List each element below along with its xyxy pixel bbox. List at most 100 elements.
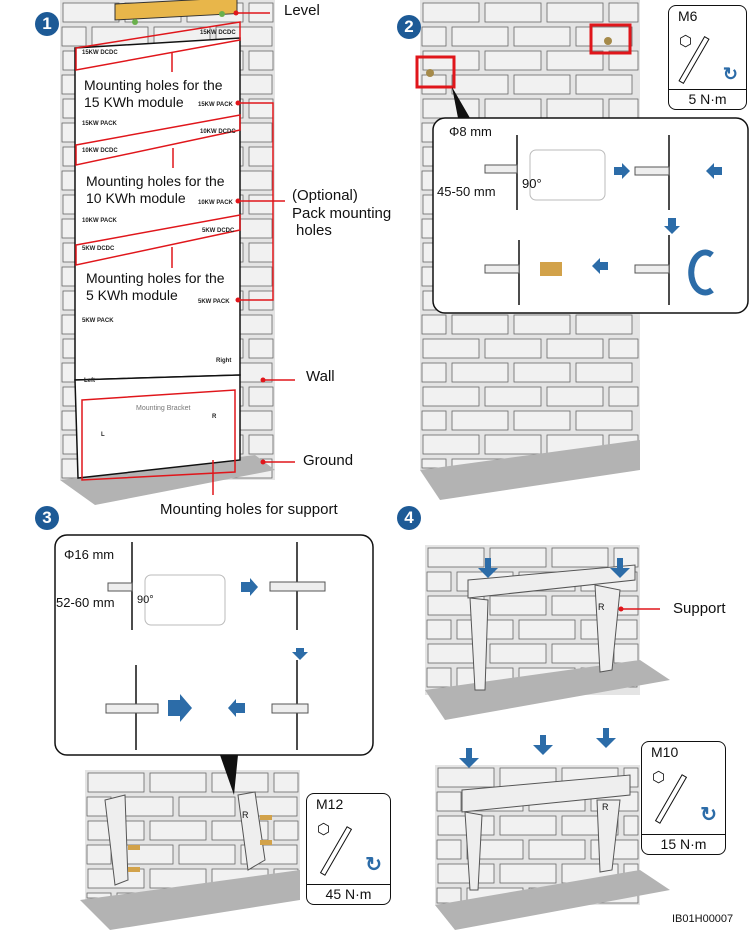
brick bbox=[575, 362, 633, 383]
brick bbox=[499, 863, 557, 884]
callout-support-holes: Mounting holes for support bbox=[160, 501, 338, 518]
step3-diameter: Φ16 mm bbox=[64, 547, 115, 562]
brick bbox=[149, 820, 207, 841]
brick bbox=[489, 547, 547, 568]
ground-step4-bottom bbox=[435, 870, 670, 930]
brick bbox=[484, 98, 542, 119]
mark-bracket: Mounting Bracket bbox=[136, 405, 191, 412]
mark-dcdc-5-l: 5KW DCDC bbox=[82, 246, 115, 252]
brick bbox=[422, 338, 480, 359]
step-badge-2: 2 bbox=[397, 15, 421, 39]
brick bbox=[178, 796, 236, 817]
clockwise-rotation-icon: ↻ bbox=[700, 804, 717, 826]
brick bbox=[518, 619, 576, 640]
mark-dcdc-15-l: 15KW DCDC bbox=[82, 50, 118, 56]
brick bbox=[546, 386, 604, 407]
brick bbox=[422, 2, 480, 23]
module-5-line2: 5 KWh module bbox=[86, 287, 178, 303]
module-10-line1: Mounting holes for the bbox=[86, 173, 225, 189]
brick bbox=[499, 815, 557, 836]
mark-right: Right bbox=[216, 358, 232, 364]
brick bbox=[484, 2, 542, 23]
brick bbox=[451, 314, 509, 335]
callout-pack-holes-2: Pack mounting bbox=[292, 205, 392, 222]
brick bbox=[528, 839, 586, 860]
callout-ground: Ground bbox=[303, 452, 354, 469]
brick bbox=[546, 338, 604, 359]
brick bbox=[451, 410, 509, 431]
mark-dcdc-5-r: 5KW DCDC bbox=[202, 228, 235, 234]
brick bbox=[248, 50, 274, 71]
level-tool bbox=[114, 0, 238, 21]
step-badge-3: 3 bbox=[35, 506, 59, 530]
callout-support: Support bbox=[673, 600, 726, 617]
brick bbox=[484, 338, 542, 359]
step3-bracket-mark: R bbox=[242, 810, 249, 820]
brick bbox=[248, 146, 274, 167]
brick bbox=[248, 242, 274, 263]
brick bbox=[421, 362, 447, 383]
brick bbox=[422, 98, 480, 119]
callout-pack-holes-1: (Optional) bbox=[292, 187, 358, 204]
brick bbox=[436, 839, 462, 860]
mark-r: R bbox=[212, 414, 217, 420]
brick bbox=[248, 98, 274, 119]
brick bbox=[62, 2, 120, 23]
brick bbox=[87, 772, 145, 793]
callout-level: Level bbox=[284, 2, 320, 19]
brick bbox=[451, 26, 509, 47]
brick bbox=[513, 362, 571, 383]
brick bbox=[421, 26, 447, 47]
brick bbox=[248, 386, 274, 407]
brick bbox=[608, 98, 639, 119]
brick bbox=[149, 772, 207, 793]
brick bbox=[489, 595, 547, 616]
callout-pack-holes-3: holes bbox=[296, 222, 332, 239]
brick bbox=[613, 643, 639, 664]
brick bbox=[91, 26, 149, 47]
step3-angle: 90° bbox=[137, 594, 154, 606]
brick bbox=[484, 434, 542, 455]
hex-icon: ⬡ bbox=[317, 821, 331, 838]
mark-dcdc-10-r: 10KW DCDC bbox=[200, 129, 236, 135]
brick bbox=[484, 50, 542, 71]
brick bbox=[436, 887, 462, 904]
figure-code: IB01H00007 bbox=[672, 913, 734, 925]
brick bbox=[422, 50, 480, 71]
brick bbox=[426, 667, 452, 688]
brick bbox=[422, 434, 480, 455]
brick bbox=[513, 26, 571, 47]
bolt-size: M10 bbox=[651, 744, 679, 760]
brick bbox=[248, 338, 274, 359]
mark-dcdc-10-l: 10KW DCDC bbox=[82, 148, 118, 154]
brick bbox=[273, 820, 299, 841]
ground-step2 bbox=[420, 440, 640, 500]
brick bbox=[608, 50, 639, 71]
brick bbox=[421, 314, 447, 335]
step2-depth: 45-50 mm bbox=[437, 184, 496, 199]
brick bbox=[426, 619, 452, 640]
step4-graphics bbox=[459, 558, 660, 891]
step3-depth: 52-60 mm bbox=[56, 595, 115, 610]
ground-step3 bbox=[80, 870, 300, 930]
brick bbox=[513, 314, 571, 335]
mark-pack-10-r: 10KW PACK bbox=[198, 200, 233, 206]
brick bbox=[86, 844, 112, 865]
step4-bracket-mark-top: R bbox=[598, 602, 605, 612]
template-paper bbox=[74, 0, 295, 495]
torque-box-m10: M10 ⬡ ↻ 15 N·m bbox=[641, 741, 726, 855]
torque-box-m12: M12 ⬡ ↻ 45 N·m bbox=[306, 793, 391, 905]
brick bbox=[422, 386, 480, 407]
brick bbox=[575, 26, 633, 47]
brick bbox=[248, 434, 274, 455]
brick bbox=[421, 74, 447, 95]
brick bbox=[178, 844, 236, 865]
brick bbox=[489, 643, 547, 664]
brick bbox=[437, 767, 495, 788]
mark-left: Left bbox=[84, 378, 95, 384]
brick bbox=[421, 458, 447, 469]
module-5-line1: Mounting holes for the bbox=[86, 270, 225, 286]
mark-pack-10-l: 10KW PACK bbox=[82, 218, 117, 224]
